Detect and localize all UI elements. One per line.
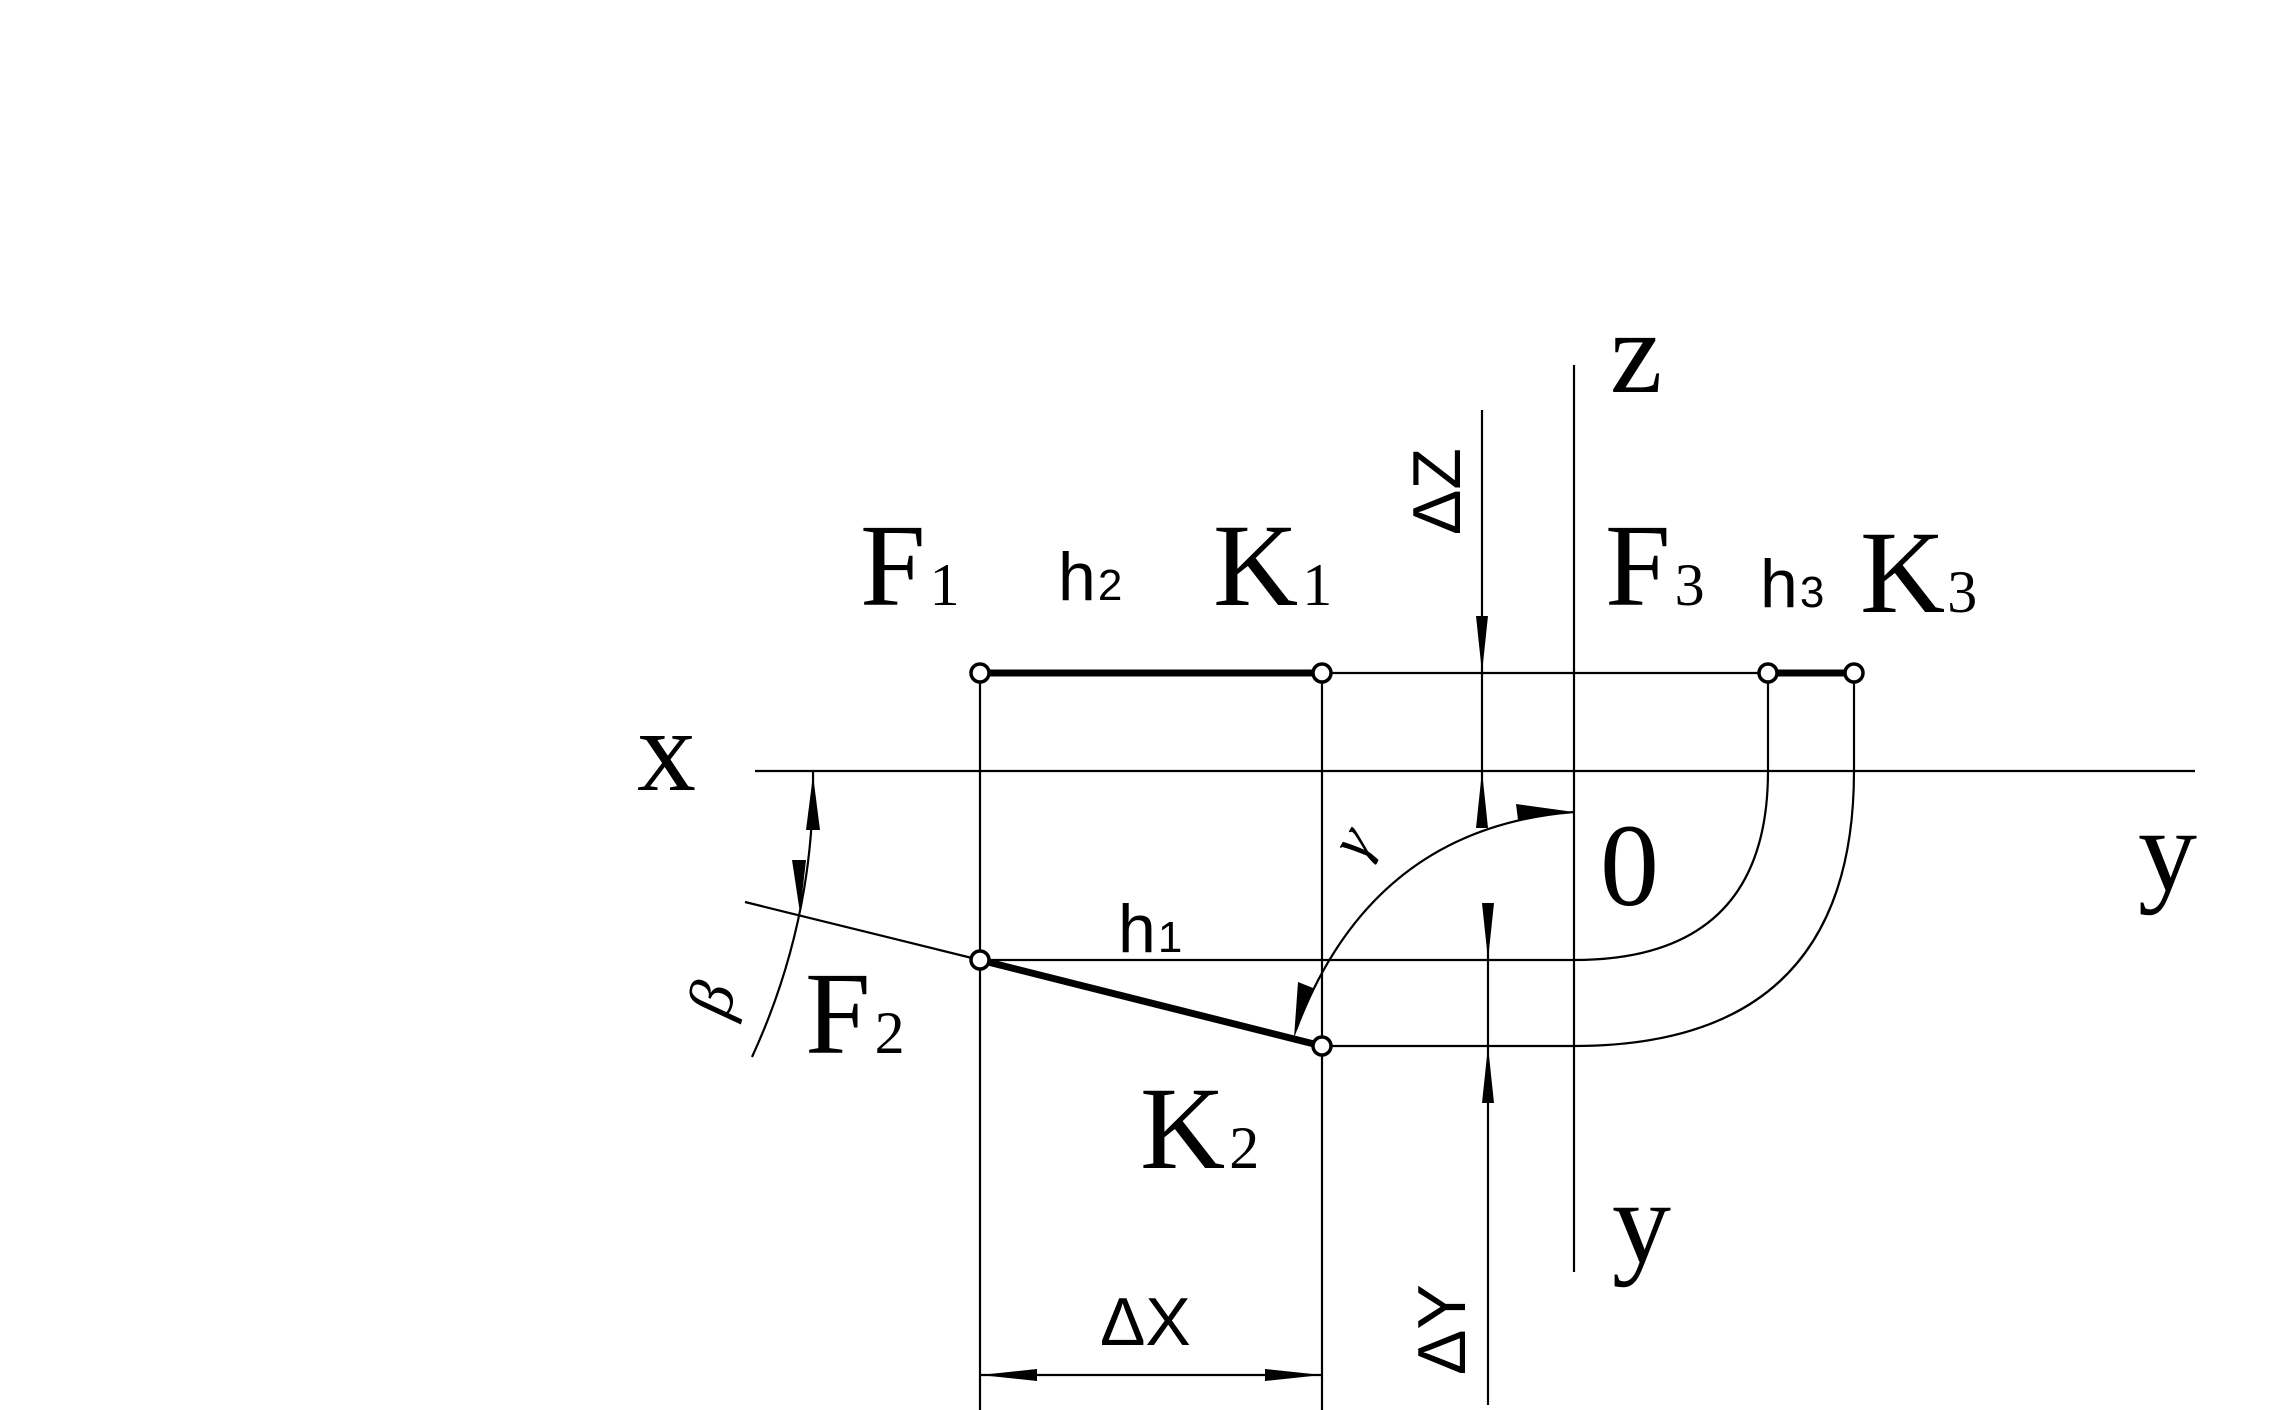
label-K2: K2: [1140, 1063, 1259, 1194]
label-delta-y: ΔY: [1404, 1284, 1480, 1375]
x-axis-label: x: [637, 685, 696, 816]
y-axis-label-bottom: y: [1612, 1157, 1671, 1288]
label-delta-x: ΔX: [1100, 1284, 1191, 1360]
delta-y-arrow-down: [1482, 903, 1494, 960]
delta-z-arrow-down: [1476, 616, 1488, 673]
label-F1: F1: [860, 500, 960, 631]
segment-F2-K2: [979, 956, 1323, 1050]
transfer-arc-K: [1573, 673, 1856, 1048]
origin-label: 0: [1600, 800, 1659, 931]
y-axis-label-right: y: [2138, 785, 2197, 916]
label-h2: h2: [1058, 539, 1122, 615]
label-K3: K3: [1860, 507, 1977, 638]
beta-arc: [751, 770, 815, 1058]
gamma-arc: [1294, 810, 1575, 1031]
point-F3: [1757, 662, 1779, 684]
beta-arrow-bottom: [792, 860, 806, 913]
point-K1: [1311, 662, 1333, 684]
point-K3: [1843, 662, 1865, 684]
point-K2: [1311, 1035, 1333, 1057]
delta-z-arrow-up: [1476, 771, 1488, 828]
z-axis-label: z: [1610, 287, 1662, 418]
delta-x-arrow-right: [1265, 1369, 1322, 1381]
label-F3: F3: [1605, 500, 1705, 631]
beta-arrow-top: [806, 775, 820, 830]
label-h3: h3: [1760, 546, 1824, 622]
transfer-arc-F: [1573, 673, 1770, 962]
point-F1: [969, 662, 991, 684]
delta-y-arrow-up: [1482, 1046, 1494, 1103]
delta-x-arrow-left: [980, 1369, 1037, 1381]
gamma-arrow-bottom: [1294, 982, 1313, 1038]
label-delta-z: ΔZ: [1399, 448, 1475, 535]
label-K1: K1: [1213, 500, 1332, 631]
label-h1: h1: [1118, 891, 1182, 967]
label-beta: β: [672, 974, 749, 1025]
point-F2: [969, 949, 991, 971]
label-gamma: γ: [1317, 814, 1387, 869]
label-F2: F2: [805, 948, 905, 1079]
beta-extension-line: [744, 900, 981, 962]
gamma-arrow-top: [1516, 804, 1574, 820]
